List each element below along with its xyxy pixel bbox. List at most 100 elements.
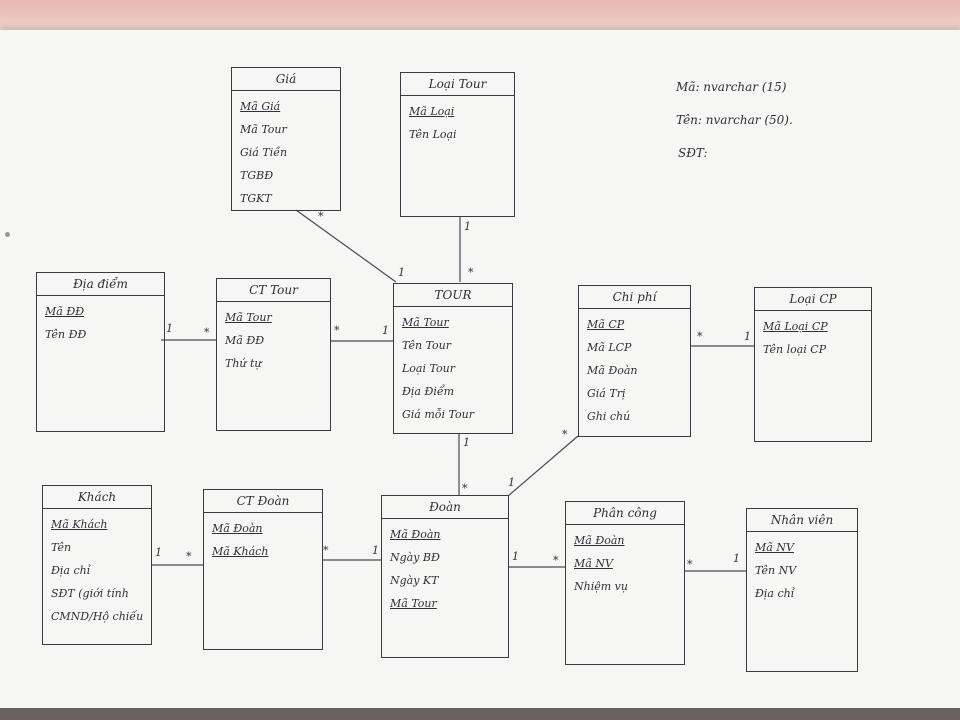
attribute-field: Địa chỉ — [51, 564, 91, 577]
attribute-field: SĐT (giới tính — [51, 587, 129, 600]
entity-title: Khách — [43, 486, 151, 509]
note-ma-type: Mã: nvarchar (15) — [676, 80, 787, 94]
key-field: Mã ĐĐ — [45, 305, 85, 318]
paper-sheet — [0, 30, 960, 708]
card-chiphi-many-lcp: * — [697, 330, 703, 343]
card-tour-one-doan: 1 — [463, 436, 470, 449]
card-phancong-many-nv: * — [687, 558, 693, 571]
field-list: Mã ĐĐ Tên ĐĐ — [37, 296, 164, 346]
attribute-field: Giá mỗi Tour — [402, 408, 474, 421]
attribute-field: Loại Tour — [402, 362, 455, 375]
attribute-field: Ngày BĐ — [390, 551, 440, 564]
entity-dia-diem: Địa điểm Mã ĐĐ Tên ĐĐ — [36, 272, 165, 432]
entity-nhan-vien: Nhân viên Mã NV Tên NV Địa chỉ — [746, 508, 858, 672]
attribute-field: Tên NV — [755, 564, 797, 577]
key-field: Mã Khách — [212, 545, 269, 558]
card-ctdoan-many-khach: * — [186, 550, 192, 563]
entity-phan-cong: Phân công Mã Đoàn Mã NV Nhiệm vụ — [565, 501, 685, 665]
entity-title: Phân công — [566, 502, 684, 525]
card-cttour-many-dd: * — [204, 326, 210, 339]
card-doan-one-pc: 1 — [512, 550, 519, 563]
key-field: Mã Khách — [51, 518, 108, 531]
attribute-field: TGKT — [240, 192, 272, 205]
key-field: Mã NV — [755, 541, 794, 554]
attribute-field: Thứ tự — [225, 357, 262, 370]
entity-title: CT Đoàn — [204, 490, 322, 513]
card-loaicp-one: 1 — [744, 330, 751, 343]
attribute-field: CMND/Hộ chiếu — [51, 610, 144, 623]
key-field: Mã Giá — [240, 100, 281, 113]
card-khach-one: 1 — [155, 546, 162, 559]
attribute-field: TGBĐ — [240, 169, 274, 182]
attribute-field: Tên loại CP — [763, 343, 827, 356]
paper-edge — [0, 708, 960, 720]
card-tour-many-loaitour: * — [468, 266, 474, 279]
key-field: Mã Đoàn — [574, 534, 625, 547]
paper-mark — [5, 232, 10, 237]
key-field: Mã NV — [574, 557, 613, 570]
field-list: Mã Đoàn Mã NV Nhiệm vụ — [566, 525, 684, 598]
card-diadiem-one: 1 — [166, 322, 173, 335]
attribute-field: Địa chỉ — [755, 587, 795, 600]
attribute-field: Mã Tour — [240, 123, 287, 136]
entity-title: CT Tour — [217, 279, 330, 302]
card-cttour-many: * — [334, 324, 340, 337]
key-field: Mã Tour — [402, 316, 449, 329]
card-gia-many: * — [318, 210, 324, 223]
entity-title: TOUR — [394, 284, 512, 307]
attribute-field: Giá Tiền — [240, 146, 288, 159]
key-field: Mã Loại — [409, 105, 455, 118]
note-sdt: SĐT: — [678, 146, 708, 160]
card-tour-one-cttour: 1 — [382, 324, 389, 337]
card-doan-one-ctdoan: 1 — [372, 544, 379, 557]
entity-ct-doan: CT Đoàn Mã Đoàn Mã Khách — [203, 489, 323, 650]
rel-chiphi-doan — [507, 435, 579, 497]
card-nhanvien-one: 1 — [733, 552, 740, 565]
attribute-field: Tên Loại — [409, 128, 457, 141]
attribute-field: Tên Tour — [402, 339, 452, 352]
attribute-field: Tên ĐĐ — [45, 328, 87, 341]
card-phancong-many: * — [553, 554, 559, 567]
key-field: Mã Đoàn — [212, 522, 263, 535]
attribute-field: Mã Đoàn — [587, 364, 638, 377]
rel-gia-tour — [295, 209, 397, 283]
card-doan-many-tour: * — [462, 482, 468, 495]
entity-title: Loại Tour — [401, 73, 514, 96]
entity-title: Địa điểm — [37, 273, 164, 296]
attribute-field: Địa Điểm — [402, 385, 455, 398]
attribute-field: Mã LCP — [587, 341, 632, 354]
attribute-field: Nhiệm vụ — [574, 580, 628, 593]
attribute-field: Giá Trị — [587, 387, 626, 400]
attribute-field: Tên — [51, 541, 72, 554]
field-list: Mã NV Tên NV Địa chỉ — [747, 532, 857, 605]
card-chiphi-many-doan: * — [562, 428, 568, 441]
key-field: Mã CP — [587, 318, 625, 331]
card-loaitour-one: 1 — [464, 220, 471, 233]
key-field: Mã Tour — [225, 311, 272, 324]
card-tour-one-gia: 1 — [398, 266, 405, 279]
field-list: Mã Đoàn Mã Khách — [204, 513, 322, 563]
note-ten-type: Tên: nvarchar (50). — [676, 113, 793, 127]
card-ctdoan-many: * — [323, 544, 329, 557]
key-field: Mã Đoàn — [390, 528, 441, 541]
entity-title: Loại CP — [755, 288, 871, 311]
attribute-field: Ghi chú — [587, 410, 631, 423]
entity-title: Nhân viên — [747, 509, 857, 532]
entity-title: Đoàn — [382, 496, 508, 519]
